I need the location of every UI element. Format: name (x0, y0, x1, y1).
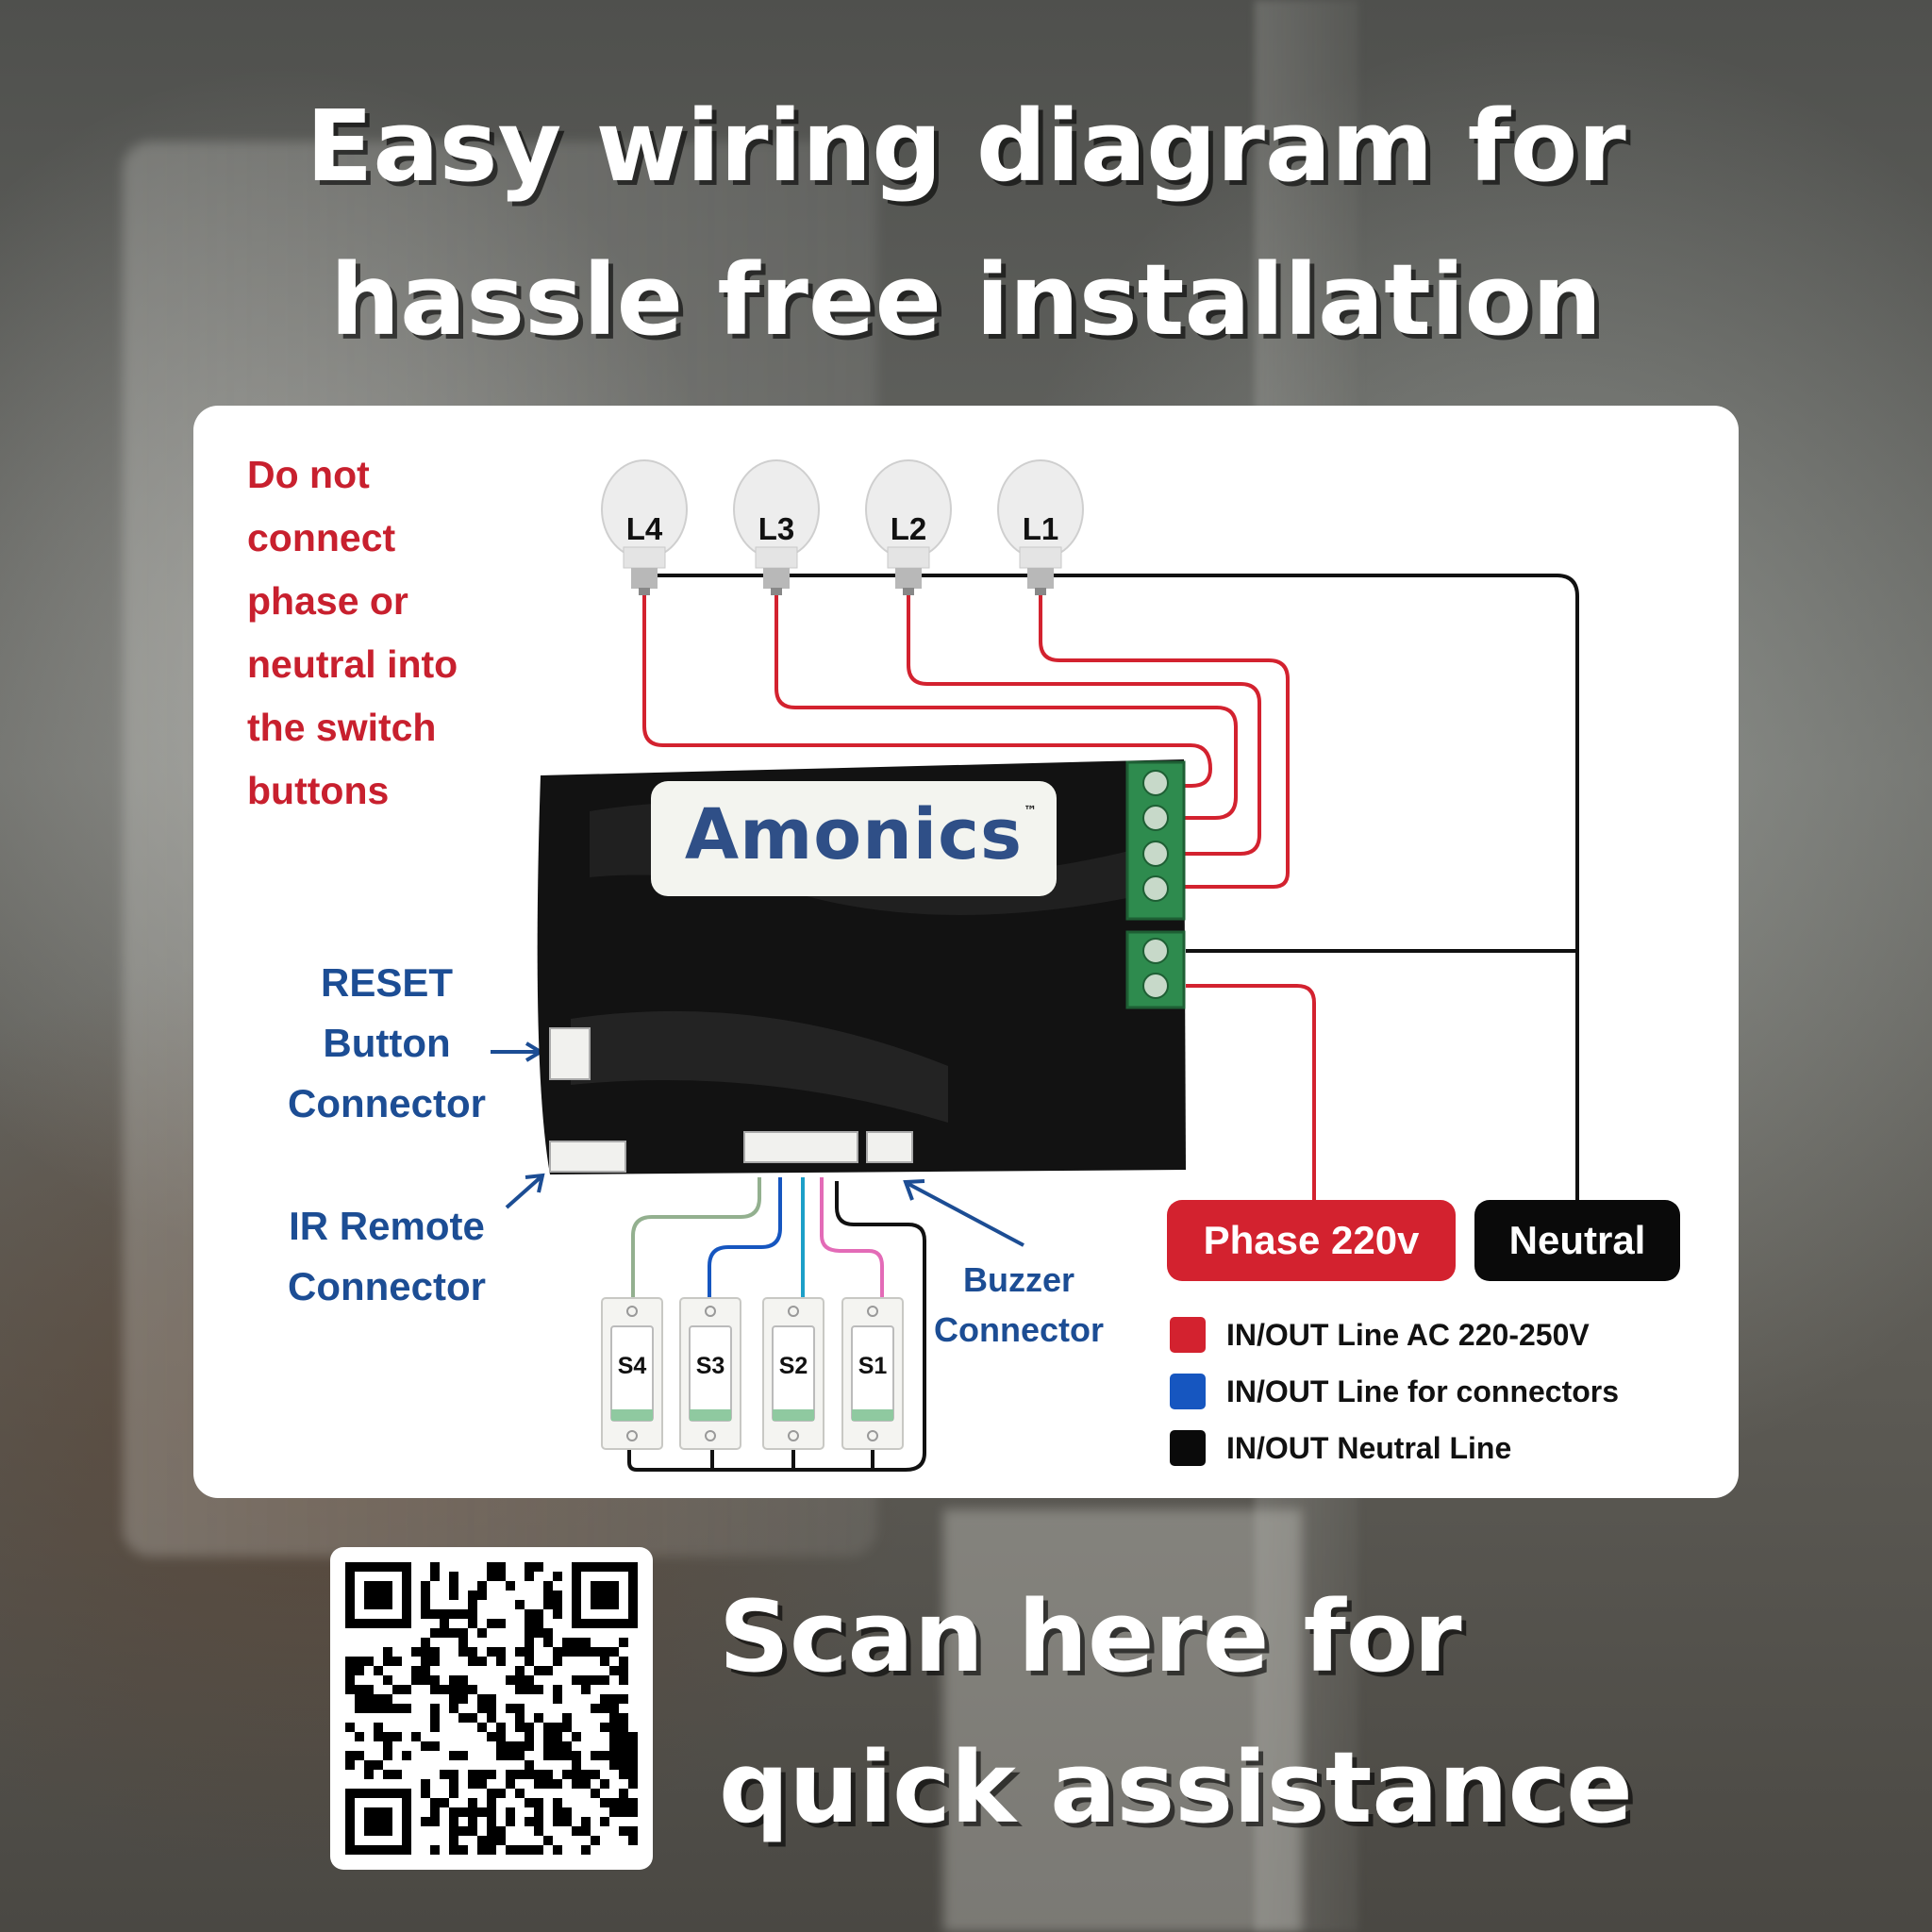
safety-warning: Do not connect phase or neutral into the… (247, 443, 530, 823)
bulb-l3-icon (733, 459, 820, 595)
bulb-label-l4: L4 (625, 511, 663, 546)
footer-line-1: Scan here for (719, 1579, 1462, 1694)
legend-label: IN/OUT Line AC 220-250V (1226, 1317, 1590, 1352)
reset-connector-label: RESET Button Connector (250, 953, 524, 1134)
brand-logo: Amonics ™ (651, 781, 1057, 896)
label-line: Buzzer (962, 1260, 1075, 1299)
legend-item: IN/OUT Line for connectors (1170, 1363, 1619, 1420)
switch-wires (631, 1177, 884, 1298)
bulb-l2-icon (865, 459, 952, 595)
trademark-symbol: ™ (1024, 804, 1037, 819)
neutral-wires (627, 574, 1579, 1472)
switch-s1-icon (841, 1297, 904, 1450)
ir-remote-connector-label: IR Remote Connector (250, 1196, 524, 1317)
legend-swatch-red (1170, 1317, 1206, 1353)
switch-s3-icon (679, 1297, 741, 1450)
legend-swatch-blue (1170, 1374, 1206, 1409)
label-line: IR Remote (289, 1204, 485, 1248)
bulb-label-l1: L1 (1022, 511, 1059, 546)
label-line: RESET (320, 960, 454, 1005)
legend-swatch-black (1170, 1430, 1206, 1466)
wiring-diagram-card: Amonics ™ L4 L3 L2 L1 S4 S3 S2 S1 Do not… (193, 406, 1739, 1498)
switch-label-s2: S2 (778, 1353, 808, 1379)
qr-code-icon (345, 1562, 638, 1855)
warning-line: buttons (247, 769, 390, 812)
bulb-label-l3: L3 (758, 511, 795, 546)
switch-label-s4: S4 (617, 1353, 647, 1379)
phase-badge: Phase 220v (1167, 1200, 1456, 1281)
warning-line: phase or (247, 579, 408, 623)
switch-label-s3: S3 (695, 1353, 725, 1379)
switch-s2-icon (762, 1297, 824, 1450)
footer-line-2: quick assistance (719, 1730, 1633, 1845)
warning-line: the switch (247, 706, 437, 749)
legend-item: IN/OUT Neutral Line (1170, 1420, 1619, 1476)
qr-code[interactable] (330, 1547, 653, 1870)
label-line: Connector (288, 1264, 486, 1308)
warning-line: neutral into (247, 642, 458, 686)
label-line: Connector (288, 1081, 486, 1125)
switch-s4-icon (601, 1297, 663, 1450)
headline-line-2: hassle free installation (329, 242, 1603, 358)
switch-label-s1: S1 (858, 1353, 888, 1379)
label-line: Button (323, 1021, 451, 1065)
label-line: Connector (934, 1310, 1104, 1349)
buzzer-connector-label: Buzzer Connector (929, 1255, 1108, 1355)
background-switch-box (943, 1509, 1302, 1932)
neutral-badge: Neutral (1474, 1200, 1680, 1281)
legend-label: IN/OUT Neutral Line (1226, 1430, 1512, 1465)
wire-legend: IN/OUT Line AC 220-250V IN/OUT Line for … (1170, 1307, 1619, 1476)
phase-wires (642, 594, 1316, 1200)
bulb-l4-icon (601, 459, 688, 595)
brand-name: Amonics (684, 794, 1024, 875)
legend-label: IN/OUT Line for connectors (1226, 1374, 1620, 1408)
legend-item: IN/OUT Line AC 220-250V (1170, 1307, 1619, 1363)
warning-line: connect (247, 516, 396, 559)
warning-line: Do not (247, 453, 370, 496)
bulb-label-l2: L2 (890, 511, 927, 546)
bulb-l1-icon (997, 459, 1084, 595)
headline-line-1: Easy wiring diagram for (306, 89, 1626, 204)
